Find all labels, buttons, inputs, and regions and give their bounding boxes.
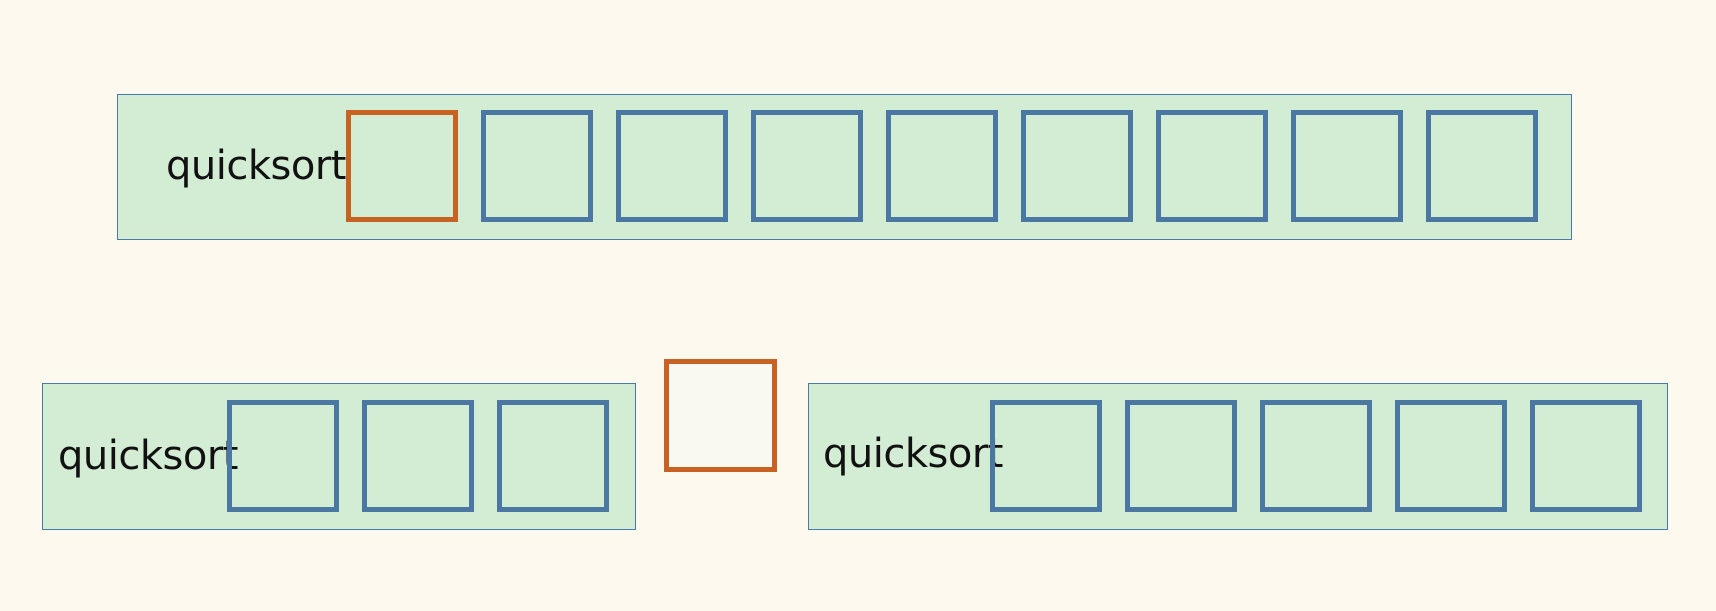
quicksort-label: quicksort bbox=[58, 433, 238, 479]
array-cell bbox=[227, 400, 339, 512]
array-cell bbox=[1291, 110, 1403, 222]
array-cell bbox=[497, 400, 609, 512]
array-cell bbox=[990, 400, 1102, 512]
pivot-cell bbox=[346, 110, 458, 222]
array-cell bbox=[1260, 400, 1372, 512]
array-cell bbox=[751, 110, 863, 222]
array-cell bbox=[886, 110, 998, 222]
array-cell bbox=[1021, 110, 1133, 222]
array-cell bbox=[1426, 110, 1538, 222]
array-cell bbox=[1125, 400, 1237, 512]
array-cell bbox=[481, 110, 593, 222]
quicksort-label: quicksort bbox=[823, 431, 1003, 477]
array-cell bbox=[616, 110, 728, 222]
array-cell bbox=[1395, 400, 1507, 512]
pivot-cell bbox=[664, 359, 777, 472]
array-cell bbox=[362, 400, 474, 512]
array-cell bbox=[1530, 400, 1642, 512]
quicksort-call-right: quicksort bbox=[808, 383, 1668, 530]
quicksort-call-top: quicksort bbox=[117, 94, 1572, 240]
array-cell bbox=[1156, 110, 1268, 222]
quicksort-label: quicksort bbox=[166, 143, 346, 189]
quicksort-call-left: quicksort bbox=[42, 383, 636, 530]
